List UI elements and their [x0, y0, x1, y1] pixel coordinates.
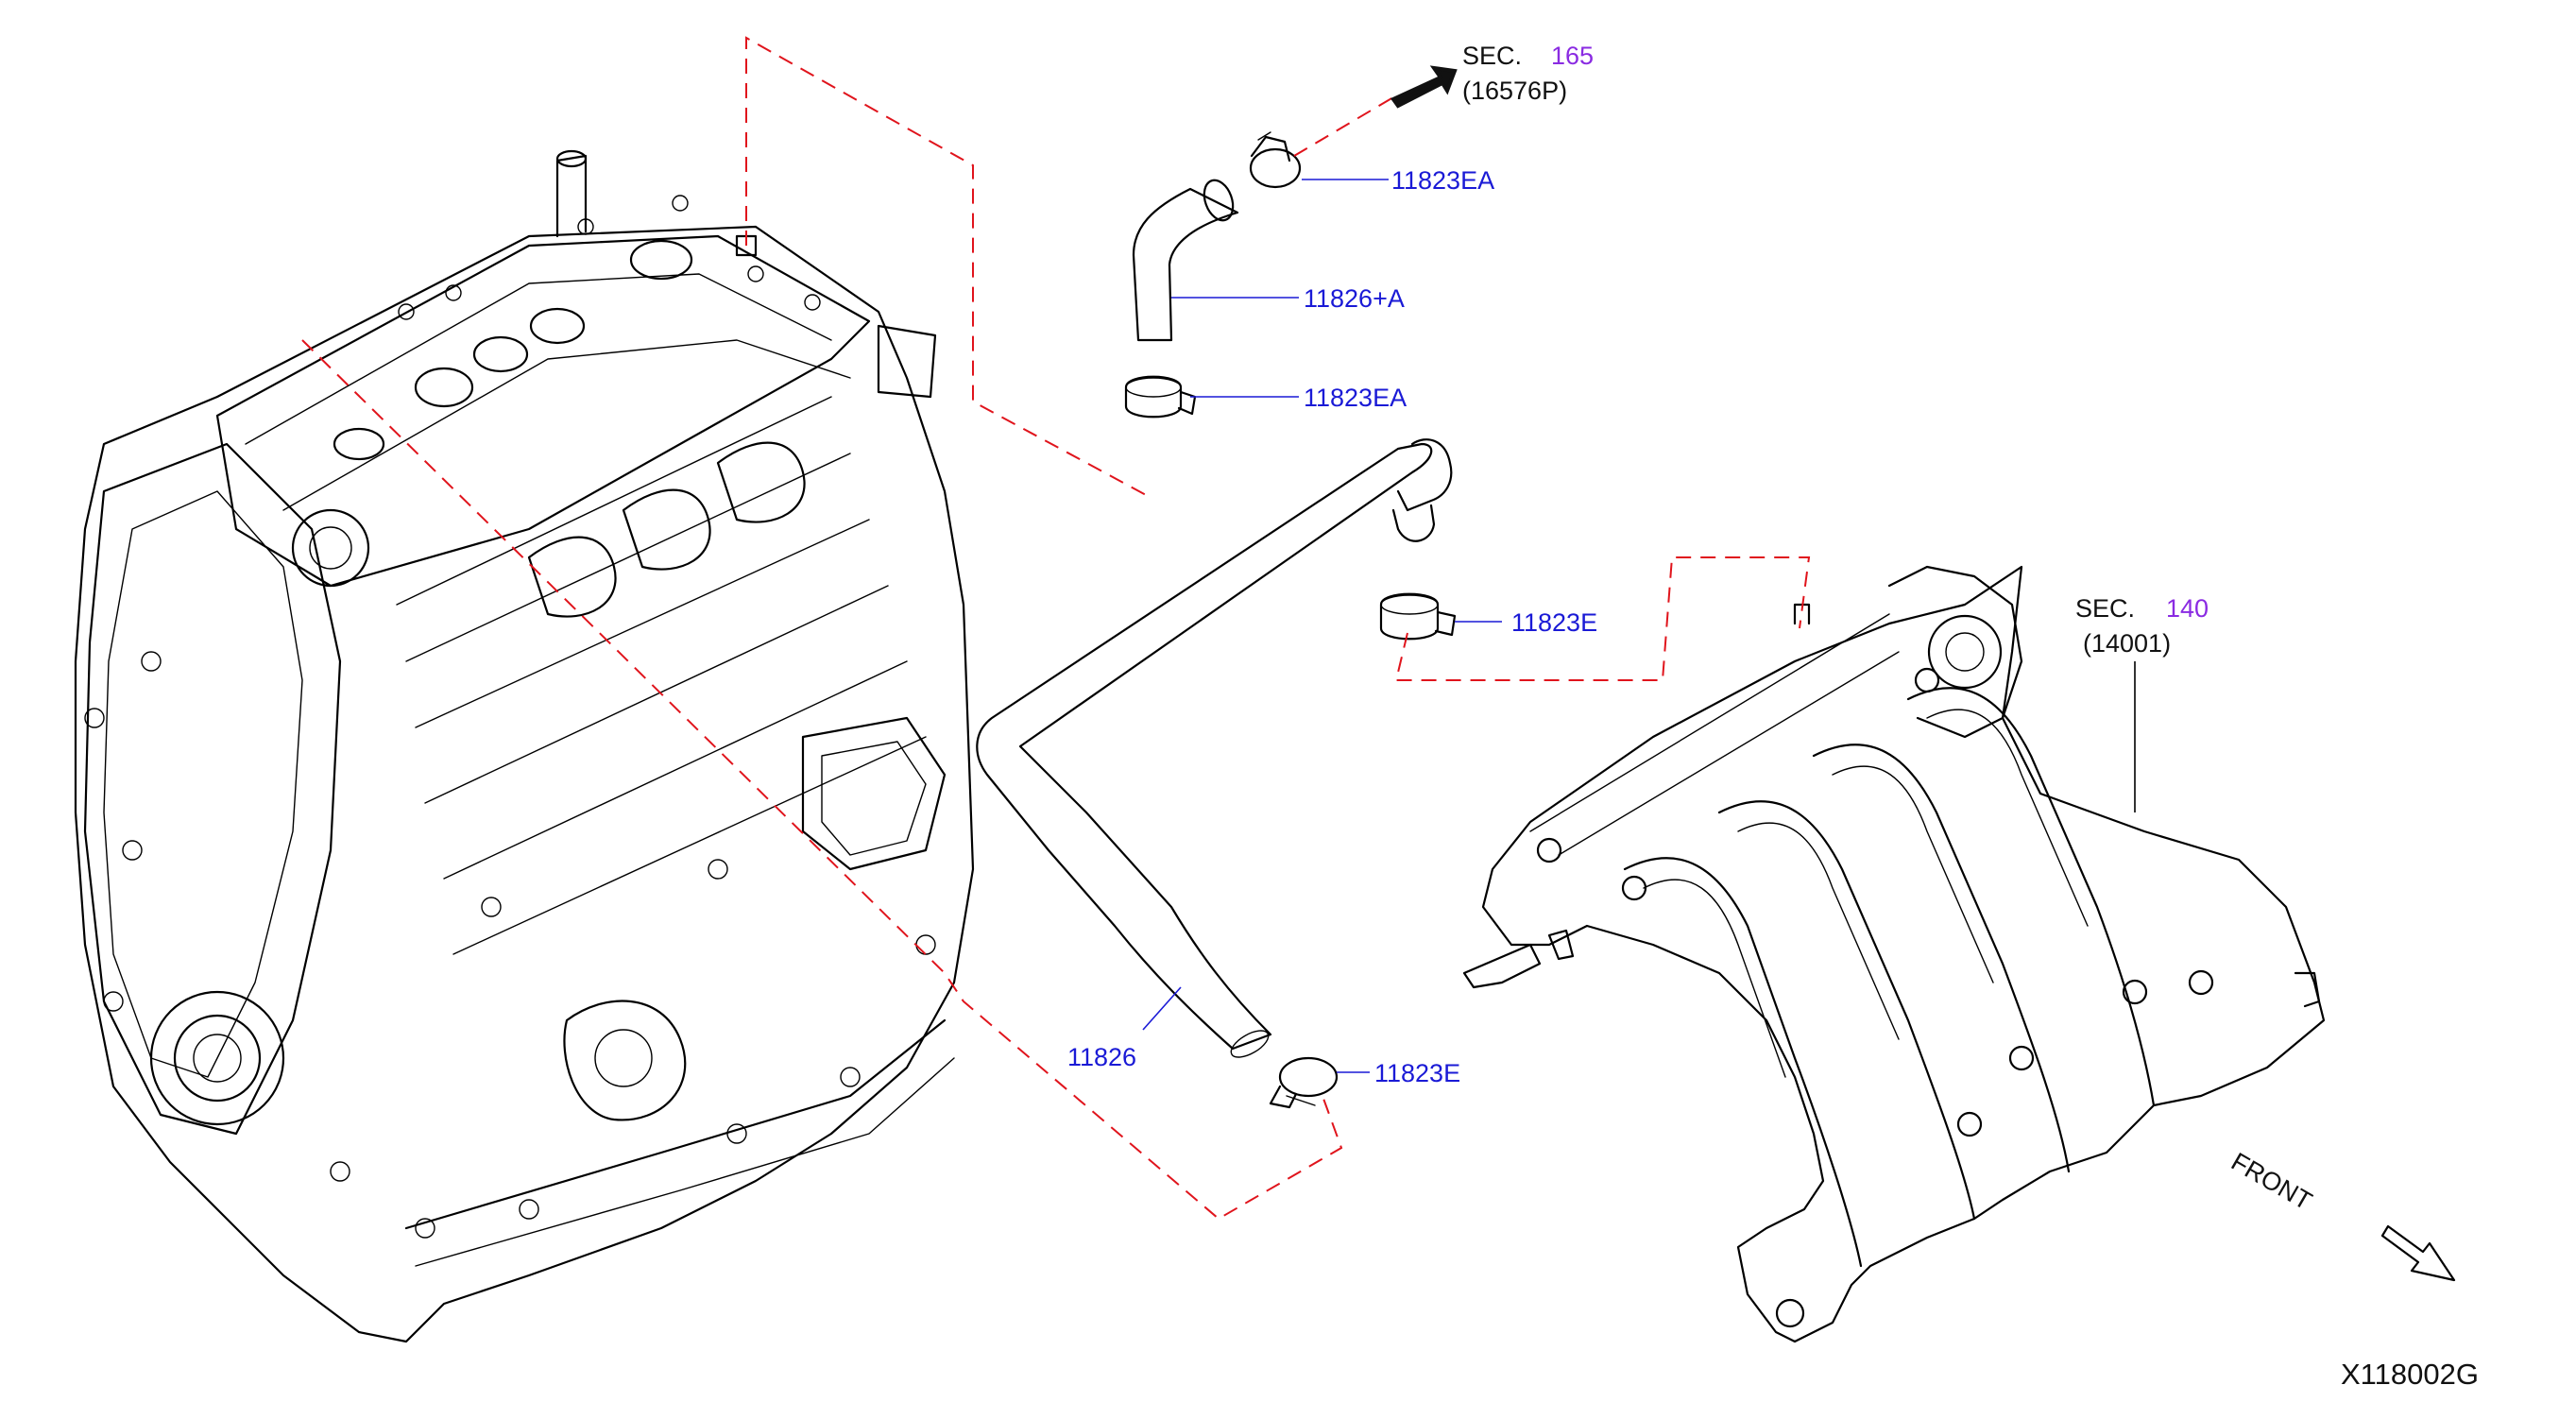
figure-code: X118002G [2341, 1358, 2479, 1391]
lower-breather-hose[interactable] [976, 438, 1453, 1062]
sec140-prefix: SEC. [2075, 594, 2135, 623]
sec165-arrow-icon [1390, 65, 1458, 109]
clamp-upper[interactable] [1249, 131, 1302, 189]
sec165-number[interactable]: 165 [1551, 42, 1594, 70]
part-label-hose-upper[interactable]: 11826+A [1304, 284, 1405, 313]
upper-breather-hose[interactable] [1132, 177, 1239, 342]
part-label-clamp-mid[interactable]: 11823EA [1304, 384, 1407, 412]
engine-assembly-illustration [74, 149, 975, 1343]
clamp-mid[interactable] [1124, 375, 1197, 419]
clamp-right[interactable] [1379, 592, 1457, 641]
part-label-clamp-upper[interactable]: 11823EA [1391, 166, 1494, 195]
intake-manifold-illustration [1462, 565, 2326, 1343]
part-label-hose-lower[interactable]: 11826 [1067, 1043, 1136, 1071]
sec140-code: (14001) [2083, 629, 2171, 658]
sec165-code: (16576P) [1462, 77, 1567, 105]
sec140-number[interactable]: 140 [2166, 594, 2209, 623]
part-label-clamp-right[interactable]: 11823E [1511, 608, 1597, 637]
front-arrow-icon [2380, 1224, 2456, 1282]
leader-lines [1142, 179, 2136, 1073]
sec165-prefix: SEC. [1462, 42, 1522, 70]
connection-lines [301, 36, 1811, 1221]
clamp-lower[interactable] [1269, 1056, 1339, 1109]
part-label-clamp-lower[interactable]: 11823E [1374, 1059, 1460, 1087]
front-label: FRONT [2226, 1147, 2317, 1215]
